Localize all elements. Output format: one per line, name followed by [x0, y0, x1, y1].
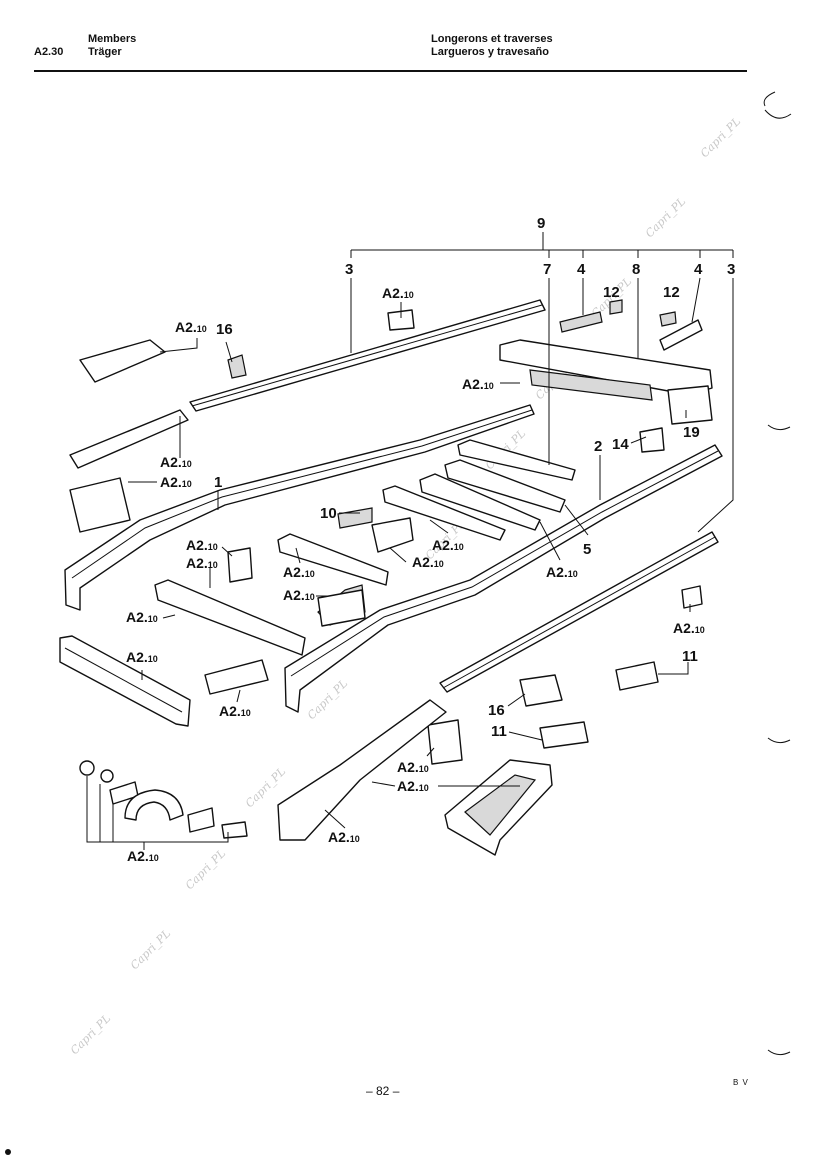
callout-4: 4: [694, 261, 703, 278]
callout-1: 1: [214, 474, 222, 491]
callout-2: 2: [594, 438, 602, 455]
callout-11: 11: [682, 648, 698, 665]
ref-a2-10: A2.10: [175, 319, 207, 335]
callout-12: 12: [663, 284, 680, 301]
title-french: Longerons et traverses: [431, 33, 553, 45]
callout-8: 8: [632, 261, 640, 278]
ref-a2-10: A2.10: [186, 537, 218, 553]
page-edge-marks: [5, 91, 792, 1155]
rear-crossmember: [499, 339, 713, 425]
watermark: Capri_PL: [128, 927, 173, 972]
shackle-assembly: [79, 760, 248, 843]
watermark: Capri_PL: [183, 847, 228, 892]
callout-14: 14: [612, 436, 629, 453]
callout-7: 7: [543, 261, 551, 278]
side-rail-upper: [189, 299, 546, 412]
title-german: Träger: [88, 46, 122, 58]
header-rule: [34, 70, 747, 72]
watermark: Capri_PL: [305, 677, 350, 722]
page-number: – 82 –: [366, 1084, 400, 1098]
title-spanish: Largueros y travesaño: [431, 46, 549, 58]
section-code: A2.30: [34, 46, 64, 58]
ref-a2-10: A2.10: [382, 285, 414, 301]
lower-subframe: [277, 699, 553, 856]
ref-a2-10: A2.10: [283, 587, 315, 603]
leader-lines: [128, 232, 734, 850]
ref-a2-10: A2.10: [219, 703, 251, 719]
title-english: Members: [88, 33, 137, 45]
ref-a2-10: A2.10: [546, 564, 578, 580]
callout-11: 11: [491, 723, 507, 740]
ref-a2-10: A2.10: [186, 555, 218, 571]
callout-16: 16: [488, 702, 505, 719]
callout-9: 9: [537, 215, 545, 232]
ref-a2-10: A2.10: [126, 609, 158, 625]
callout-19: 19: [683, 424, 700, 441]
ref-a2-10: A2.10: [283, 564, 315, 580]
watermark: Capri_PL: [643, 195, 688, 240]
ref-a2-10: A2.10: [412, 554, 444, 570]
watermark: Capri_PL: [698, 115, 743, 160]
front-crossmember: [59, 635, 191, 727]
frame-member-right: [284, 444, 723, 713]
callout-10: 10: [320, 505, 337, 522]
ref-a2-10: A2.10: [160, 474, 192, 490]
callout-3: 3: [345, 261, 353, 278]
crossmember-set: [382, 439, 576, 541]
callout-16: 16: [216, 321, 233, 338]
footer-code: B V: [733, 1078, 749, 1087]
ref-a2-10: A2.10: [328, 829, 360, 845]
ref-a2-10: A2.10: [127, 848, 159, 864]
ref-a2-10: A2.10: [673, 620, 705, 636]
ref-a2-10: A2.10: [432, 537, 464, 553]
callout-labels: 9 3 7 4 8 4 3 12 12 16 19 14 2 1 10 5 11…: [126, 215, 735, 864]
side-rail-lower: [439, 531, 719, 693]
ref-a2-10: A2.10: [160, 454, 192, 470]
ref-a2-10: A2.10: [397, 759, 429, 775]
callout-5: 5: [583, 541, 591, 558]
ref-a2-10: A2.10: [397, 778, 429, 794]
callout-4: 4: [577, 261, 586, 278]
ref-a2-10: A2.10: [126, 649, 158, 665]
frame-member-left: [64, 404, 535, 611]
bracket-parts: [69, 299, 703, 765]
watermark: Capri_PL: [68, 1012, 113, 1057]
ref-a2-10: A2.10: [462, 376, 494, 392]
callout-12: 12: [603, 284, 620, 301]
callout-3: 3: [727, 261, 735, 278]
